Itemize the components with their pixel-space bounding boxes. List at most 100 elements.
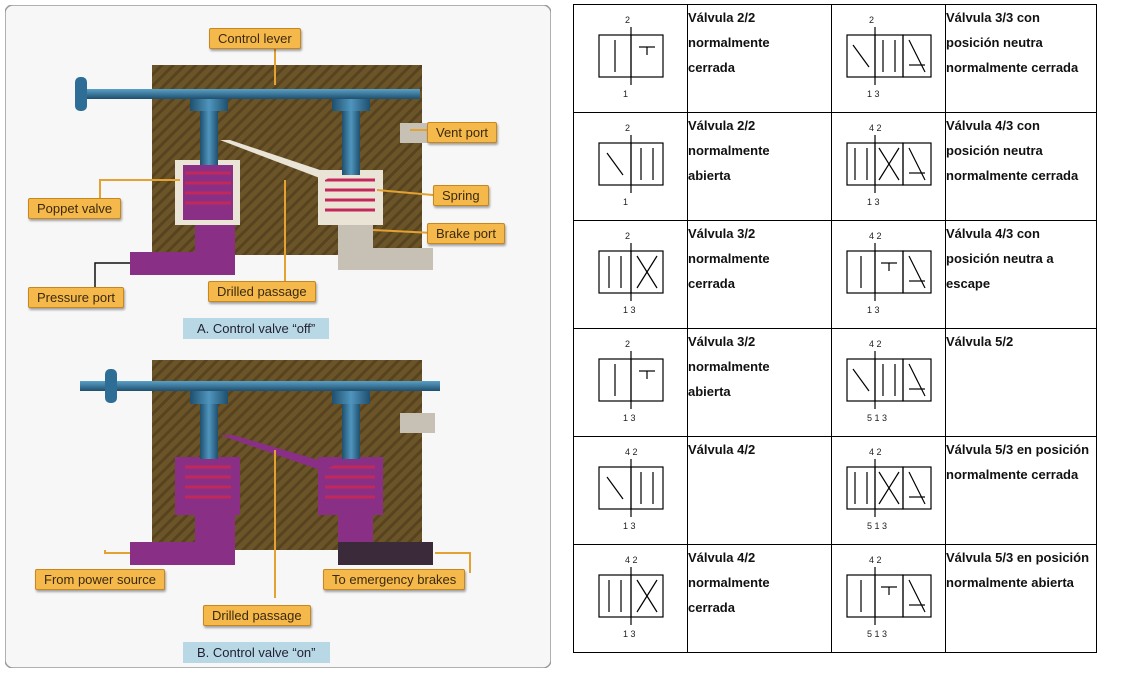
valve-symbol-cell: 4 2 5 1 3 [831, 328, 946, 437]
valve-label-cell: Válvula 4/3 con posición neutra normalment… [945, 112, 1097, 221]
valve-symbol-icon: 2 1 3 [846, 15, 932, 99]
valve-a-off [75, 65, 435, 275]
valve-b-on [80, 360, 440, 565]
valve-label-line: normalmente cerrada [946, 60, 1079, 75]
port-label-top: 4 2 [869, 123, 882, 133]
valve-label-line: normalmente cerrada [946, 467, 1079, 482]
valve-label-line: cerrada [688, 276, 735, 291]
valve-label-line: posición neutra [946, 143, 1043, 158]
port-label-bottom: 1 3 [623, 305, 636, 315]
valve-symbol-cell: 2 1 3 [831, 4, 946, 113]
valve-label-line: normalmente abierta [946, 575, 1074, 590]
valve-label-line: Válvula 4/3 con [946, 118, 1040, 133]
valve-symbol-icon: 4 2 1 3 [598, 555, 664, 639]
valve-label-cell: Válvula 3/2 normalmente cerrada [687, 220, 832, 329]
valve-label-line: Válvula 5/3 en posición [946, 442, 1090, 457]
port-label-top: 2 [625, 339, 630, 349]
callout-brake-port: Brake port [427, 223, 505, 244]
port-label-top: 4 2 [625, 447, 638, 457]
valve-label-line: posición neutra a [946, 251, 1054, 266]
valve-label-line: Válvula 5/3 en posición [946, 550, 1090, 565]
valve-label-line: Válvula 4/2 [688, 550, 756, 565]
valve-symbol-cell: 2 1 3 [573, 328, 688, 437]
port-label-bottom: 1 3 [867, 197, 880, 207]
valve-label-line: normalmente [688, 251, 770, 266]
valve-label-line: escape [946, 276, 991, 291]
valve-label-cell: Válvula 3/2 normalmente abierta [687, 328, 832, 437]
port-label-bottom: 1 3 [623, 629, 636, 639]
valve-label-line: Válvula 3/2 [688, 226, 756, 241]
port-label-top: 4 2 [869, 339, 882, 349]
valve-label-line: normalmente [688, 143, 770, 158]
valve-symbol-icon: 21 [598, 123, 664, 207]
valve-symbol-icon: 21 3 [598, 231, 664, 315]
valve-label-line: abierta [688, 384, 731, 399]
valve-symbol-icon: 4 25 1 3 [846, 447, 932, 531]
control-valve-diagram: Control lever Vent port Spring Poppet va… [4, 4, 552, 669]
valve-symbol-icon: 4 2 5 1 3 [846, 339, 932, 423]
table-row: 2 1 3 Válvula 3/2 normalmente abierta 4 2 5 1 … [573, 328, 1097, 437]
callout-from-power-source: From power source [35, 569, 165, 590]
valve-symbol-icon: 2 1 3 [598, 339, 664, 423]
valve-symbol-cell: 4 2 1 3 [831, 112, 946, 221]
valve-symbol-icon: 4 25 1 3 [846, 555, 932, 639]
callout-drilled-passage-b: Drilled passage [203, 605, 311, 626]
valve-label-line: Válvula 5/2 [946, 334, 1014, 349]
valve-label-line: normalmente [688, 35, 770, 50]
valve-label-line: cerrada [688, 60, 735, 75]
valve-label-line: Válvula 3/2 [688, 334, 756, 349]
port-label-bottom: 1 3 [867, 305, 880, 315]
callout-drilled-passage-a: Drilled passage [208, 281, 316, 302]
valve-symbol-icon: 4 2 1 3 [598, 447, 664, 531]
valve-label-line: Válvula 4/2 [688, 442, 756, 457]
port-label-bottom: 1 [623, 197, 628, 207]
port-label-top: 4 2 [625, 555, 638, 565]
valve-symbol-icon: 4 21 3 [846, 231, 932, 315]
valve-symbol-cell: 4 2 1 3 [573, 436, 688, 545]
valve-label-cell: Válvula 5/3 en posición normalmente abier… [945, 544, 1097, 653]
port-label-bottom: 1 3 [867, 89, 880, 99]
valve-symbol-cell: 4 2 1 3 [573, 544, 688, 653]
valve-label-line: normalmente cerrada [946, 168, 1079, 183]
valve-label-line: posición neutra [946, 35, 1043, 50]
port-label-bottom: 5 1 3 [867, 629, 887, 639]
caption-valve-on: B. Control valve “on” [183, 642, 330, 663]
callout-vent-port: Vent port [427, 122, 498, 143]
port-label-bottom: 1 3 [623, 521, 636, 531]
port-label-bottom: 5 1 3 [867, 521, 887, 531]
port-label-top: 2 [869, 15, 874, 25]
port-label-top: 2 [625, 123, 630, 133]
valve-symbol-icon: 21 [598, 15, 664, 99]
valve-label-line: Válvula 3/3 con [946, 10, 1040, 25]
valve-label-cell: Válvula 4/2 [687, 436, 832, 545]
port-label-bottom: 1 3 [623, 413, 636, 423]
callout-pressure-port: Pressure port [28, 287, 125, 308]
valve-label-line: abierta [688, 168, 731, 183]
valve-label-line: normalmente [688, 575, 770, 590]
valve-label-line: Válvula 2/2 [688, 10, 756, 25]
port-label-bottom: 1 [623, 89, 628, 99]
callout-spring: Spring [433, 185, 489, 206]
valve-symbol-icon: 4 2 1 3 [846, 123, 932, 207]
port-label-bottom: 5 1 3 [867, 413, 887, 423]
caption-valve-off: A. Control valve “off” [183, 318, 330, 339]
valve-label-cell: Válvula 5/2 [945, 328, 1097, 437]
callout-to-emergency-brakes: To emergency brakes [323, 569, 466, 590]
valve-label-cell: Válvula 5/3 en posición normalmente cerra… [945, 436, 1097, 545]
callout-control-lever: Control lever [209, 28, 301, 49]
valve-label-line: normalmente [688, 359, 770, 374]
